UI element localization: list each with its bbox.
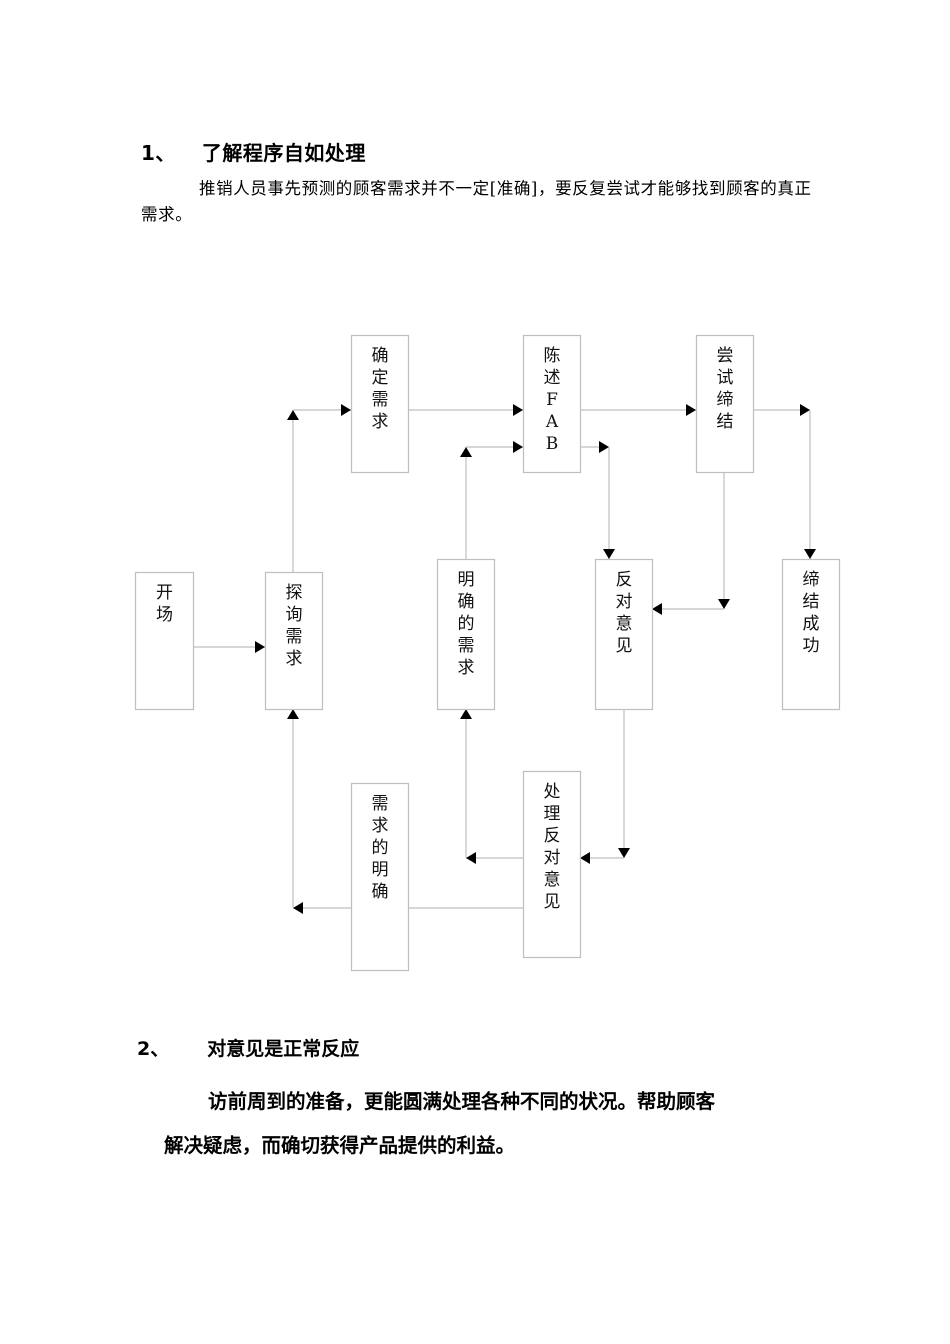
connector-fab-objection-v <box>603 447 615 559</box>
node-probe: 探询需求 <box>264 571 324 711</box>
arrowhead-icon <box>513 441 523 453</box>
node-label: 确定需求 <box>372 346 389 432</box>
arrowhead-icon <box>603 549 615 559</box>
section-1-number: 1、 <box>141 141 176 165</box>
connector-tryclose-obj-v <box>718 472 730 609</box>
section-1-title: 了解程序自如处理 <box>201 141 366 165</box>
arrowhead-icon <box>800 404 810 416</box>
connector-tryclose-obj-h <box>652 603 724 615</box>
node-clear_need: 明确的需求 <box>436 558 496 711</box>
node-objection: 反对意见 <box>594 558 654 711</box>
node-box <box>522 334 582 474</box>
node-label: 处理反对意见 <box>544 782 561 912</box>
node-box <box>350 334 410 474</box>
arrowhead-icon <box>652 603 662 615</box>
node-box <box>695 334 755 474</box>
section-1-paragraph: 推销人员事先预测的顾客需求并不一定[准确]，要反复尝试才能够找到顾客的真正需求。 <box>141 179 812 224</box>
connector-tryclose-success <box>804 410 816 559</box>
connector-needclar-probe-v <box>287 709 299 908</box>
node-box <box>522 770 582 959</box>
connector-objection-handle-h <box>580 852 624 864</box>
node-label: 开场 <box>156 583 173 625</box>
arrowhead-icon <box>287 709 299 719</box>
arrowhead-icon <box>287 410 299 420</box>
node-label: 缔结成功 <box>803 570 820 656</box>
arrowhead-icon <box>618 848 630 858</box>
connector-probe-confirm-h <box>293 404 351 416</box>
node-need_clar: 需求的明确 <box>350 782 410 972</box>
node-label: 明确的需求 <box>458 570 475 678</box>
connector-clearneed-fab-h <box>466 441 523 453</box>
section-2-paragraph-line-2: 解决疑虑，而确切获得产品提供的利益。 <box>164 1134 516 1157</box>
arrowhead-icon <box>686 404 696 416</box>
node-handle_obj: 处理反对意见 <box>522 770 582 959</box>
node-label: 尝试缔结 <box>717 346 734 432</box>
section-2-title: 对意见是正常反应 <box>207 1038 360 1060</box>
connector-objection-handle-v <box>618 709 630 858</box>
connector-clearneed-fab-v <box>460 447 472 559</box>
node-try_close: 尝试缔结 <box>695 334 755 474</box>
flowchart-connectors <box>193 404 816 914</box>
node-confirm: 确定需求 <box>350 334 410 474</box>
arrowhead-icon <box>341 404 351 416</box>
node-label: 反对意见 <box>616 570 633 656</box>
section-2-paragraph: 访前周到的准备，更能圆满处理各种不同的状况。帮助顾客 解决疑虑，而确切获得产品提… <box>164 1080 824 1168</box>
connector-tryclose-out <box>753 404 810 416</box>
connector-confirm-fab <box>408 404 523 416</box>
node-box <box>594 558 654 711</box>
section-2-paragraph-line-1: 访前周到的准备，更能圆满处理各种不同的状况。帮助顾客 <box>208 1090 716 1113</box>
section-2-number: 2、 <box>137 1038 170 1060</box>
arrowhead-icon <box>599 441 609 453</box>
arrowhead-icon <box>460 447 472 457</box>
node-open: 开场 <box>134 571 195 711</box>
arrowhead-icon <box>255 641 265 653</box>
section-1-heading: 1、 了解程序自如处理 <box>141 137 366 166</box>
connector-handle-clear-h <box>466 852 523 864</box>
arrowhead-icon <box>460 709 472 719</box>
section-2-heading: 2、 对意见是正常反应 <box>137 1034 359 1061</box>
node-box <box>134 571 195 711</box>
node-box <box>436 558 496 711</box>
arrowhead-icon <box>466 852 476 864</box>
connector-probe-confirm <box>287 410 299 572</box>
connector-handle-clear-v <box>460 709 472 858</box>
node-box <box>264 571 324 711</box>
arrowhead-icon <box>580 852 590 864</box>
connector-fab-tryclose <box>580 404 696 416</box>
node-label: 探询需求 <box>286 583 303 669</box>
arrowhead-icon <box>804 549 816 559</box>
connector-open-probe <box>193 641 265 653</box>
arrowhead-icon <box>513 404 523 416</box>
connector-needclar-probe-h <box>293 902 351 914</box>
arrowhead-icon <box>718 599 730 609</box>
node-box <box>350 782 410 972</box>
connector-fab-objection-h <box>580 441 609 453</box>
node-success: 缔结成功 <box>781 558 841 711</box>
node-label: 需求的明确 <box>372 794 389 902</box>
arrowhead-icon <box>293 902 303 914</box>
node-box <box>781 558 841 711</box>
